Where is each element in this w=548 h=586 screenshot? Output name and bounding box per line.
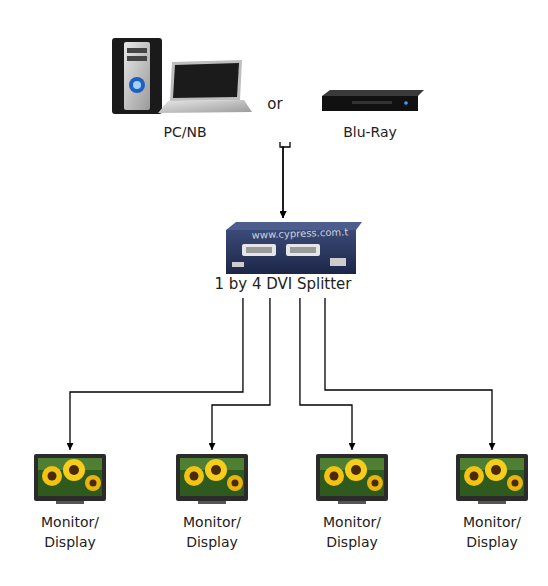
device-node: Monitor/ Display — [162, 450, 262, 552]
laptop-illustration — [158, 60, 252, 113]
signal-arrow — [283, 142, 290, 218]
device-node: PC/NB — [100, 30, 280, 142]
signal-arrow — [212, 298, 270, 450]
device-label: Monitor/ Display — [20, 512, 120, 552]
device-label: Monitor/ Display — [162, 512, 262, 552]
device-label: Blu-Ray — [310, 122, 430, 142]
dvi-splitter-illustration — [226, 222, 362, 274]
device-label: PC/NB — [125, 122, 245, 142]
device-label: Monitor/ Display — [442, 512, 542, 552]
device-label: 1 by 4 DVI Splitter — [203, 274, 363, 294]
signal-arrow — [280, 142, 283, 218]
signal-arrow — [300, 298, 352, 450]
device-node: Monitor/ Display — [20, 450, 120, 552]
device-node: Monitor/ Display — [302, 450, 402, 552]
device-node: Blu-Ray — [290, 80, 430, 142]
device-label: Monitor/ Display — [302, 512, 402, 552]
pc-tower-illustration — [112, 38, 162, 114]
device-node: Monitor/ Display — [442, 450, 542, 552]
signal-arrow — [70, 298, 243, 450]
monitor-illustrations — [34, 454, 528, 504]
or-label: or — [262, 95, 288, 113]
bluray-player-illustration — [322, 90, 424, 111]
signal-arrow — [325, 298, 492, 450]
